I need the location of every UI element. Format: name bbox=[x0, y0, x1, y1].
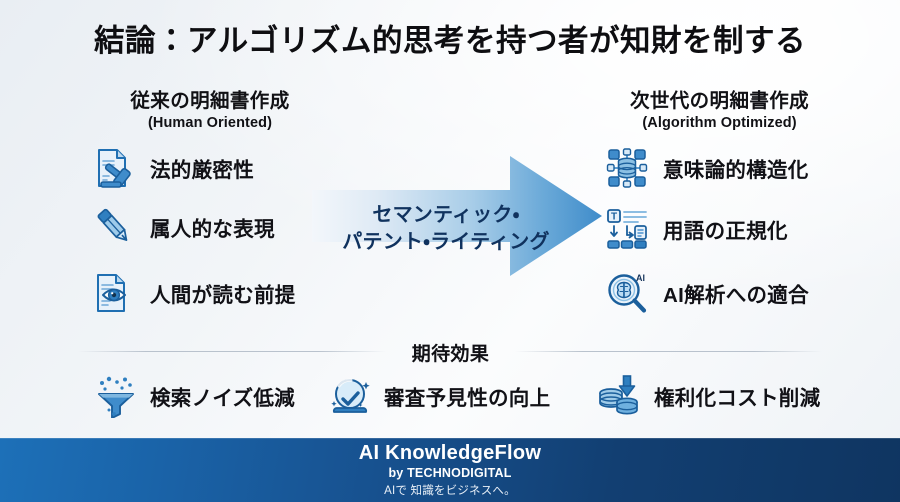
right-column-heading-main: 次世代の明細書作成 bbox=[629, 90, 810, 112]
left-column-heading-main: 従来の明細書作成 bbox=[130, 90, 290, 112]
feature-item-personal-expression: 属人的な表現 bbox=[92, 205, 275, 249]
effects-section-title: 期待効果 bbox=[411, 344, 490, 365]
footer-brand: AI KnowledgeFlow bbox=[358, 442, 542, 465]
svg-text:T: T bbox=[611, 212, 617, 223]
document-gavel-icon bbox=[92, 146, 136, 190]
document-eye-icon bbox=[92, 271, 136, 315]
feature-label: 意味論的構造化 bbox=[663, 159, 809, 182]
effect-item-search-noise: 検索ノイズ低減 bbox=[94, 374, 295, 418]
coins-down-arrow-icon bbox=[598, 374, 642, 418]
feature-item-ai-analysis-fit: AI AI解析への適合 bbox=[605, 271, 809, 315]
arrow-caption-line1: セマンティック・ bbox=[372, 204, 520, 226]
transformation-arrow: セマンティック・ パテント・ライティング bbox=[312, 150, 604, 282]
left-column-heading-sub: (Human Oriented) bbox=[147, 115, 273, 131]
page-title: 結論：アルゴリズム的思考を持つ者が知財を制する bbox=[93, 24, 807, 58]
effects-divider-right bbox=[515, 351, 822, 352]
right-column-heading: 次世代の明細書作成 (Algorithm Optimized) bbox=[582, 84, 857, 131]
feature-item-human-readable: 人間が読む前提 bbox=[92, 271, 296, 315]
footer-by: by TECHNODIGITAL bbox=[388, 466, 512, 481]
arrow-caption-line2: パテント・ライティング bbox=[342, 230, 550, 253]
feature-label: 人間が読む前提 bbox=[150, 284, 296, 307]
arrow-caption: セマンティック・ パテント・ライティング bbox=[312, 202, 580, 255]
effect-item-examination-predictability: 審査予見性の向上 bbox=[328, 374, 550, 418]
effect-item-cost-reduction: 権利化コスト削減 bbox=[598, 374, 820, 418]
magnifier-brain-ai-icon: AI bbox=[605, 271, 649, 315]
feature-label: AI解析への適合 bbox=[663, 284, 809, 307]
footer-bar: AI KnowledgeFlow by TECHNODIGITAL AIで 知識… bbox=[0, 438, 900, 502]
pen-icon bbox=[92, 205, 136, 249]
knowledge-graph-database-icon bbox=[605, 146, 649, 190]
funnel-icon bbox=[94, 374, 138, 418]
right-column-heading-sub: (Algorithm Optimized) bbox=[642, 115, 797, 131]
effect-label: 審査予見性の向上 bbox=[384, 387, 551, 410]
feature-label: 属人的な表現 bbox=[150, 218, 275, 241]
crystal-ball-check-icon bbox=[328, 374, 372, 418]
left-column-heading: 従来の明細書作成 (Human Oriented) bbox=[75, 84, 345, 131]
feature-item-semantic-structuring: 意味論的構造化 bbox=[605, 146, 809, 190]
footer-tagline: AIで 知識をビジネスへ。 bbox=[384, 485, 516, 498]
feature-item-legal-rigor: 法的厳密性 bbox=[92, 146, 254, 190]
feature-label: 法的厳密性 bbox=[150, 159, 254, 182]
effect-label: 権利化コスト削減 bbox=[654, 387, 821, 410]
feature-item-term-normalization: T bbox=[605, 207, 788, 251]
effects-divider-left bbox=[78, 351, 386, 352]
ai-badge-text: AI bbox=[636, 273, 645, 283]
effect-label: 検索ノイズ低減 bbox=[150, 387, 295, 410]
feature-label: 用語の正規化 bbox=[663, 220, 788, 243]
text-normalization-icon: T bbox=[605, 207, 649, 251]
